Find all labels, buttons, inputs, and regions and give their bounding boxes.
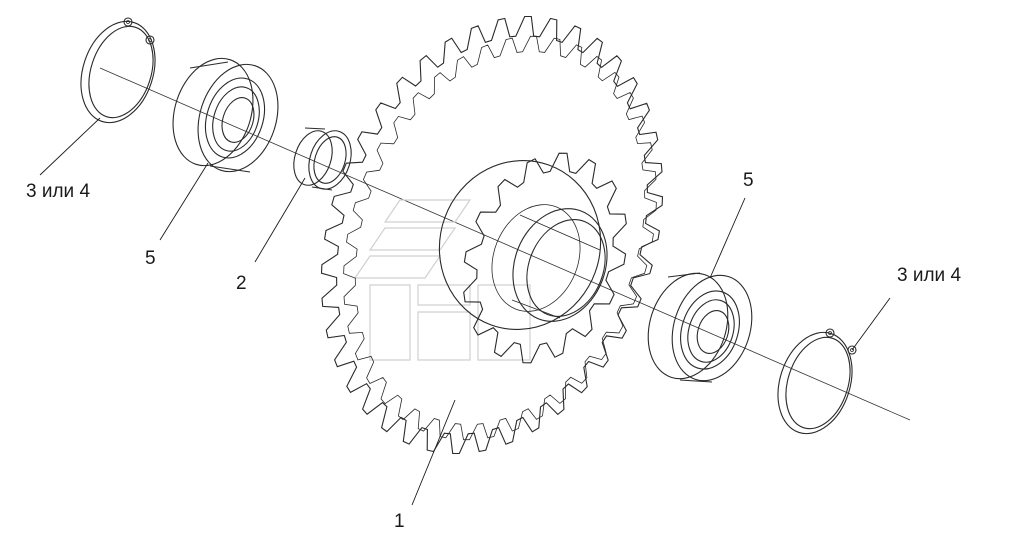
- leader-sprocket: [411, 399, 456, 506]
- label-sprocket: 1: [394, 511, 405, 532]
- leader-retaining-ring-left: [39, 117, 101, 176]
- large-sprocket: [320, 15, 664, 455]
- ball-bearing-right: [647, 272, 753, 383]
- leader-retaining-ring-right: [851, 297, 891, 351]
- label-retaining-ring-right: 3 или 4: [897, 265, 962, 286]
- small-sprocket-hub: [438, 152, 627, 364]
- leader-bearing-right: [709, 197, 746, 279]
- watermark-logo: [353, 199, 531, 361]
- retaining-ring-right: [777, 328, 857, 435]
- spacer-ring: [293, 127, 352, 191]
- ball-bearing-left: [172, 57, 279, 173]
- retaining-ring-left: [80, 17, 156, 124]
- assembly-axis: [99, 67, 911, 421]
- label-bearing-right: 5: [743, 170, 754, 191]
- leader-spacer-ring: [254, 177, 306, 263]
- leader-bearing-left: [159, 162, 209, 241]
- label-spacer-ring: 2: [236, 273, 247, 294]
- label-bearing-left: 5: [145, 248, 156, 269]
- label-retaining-ring-left: 3 или 4: [26, 181, 91, 202]
